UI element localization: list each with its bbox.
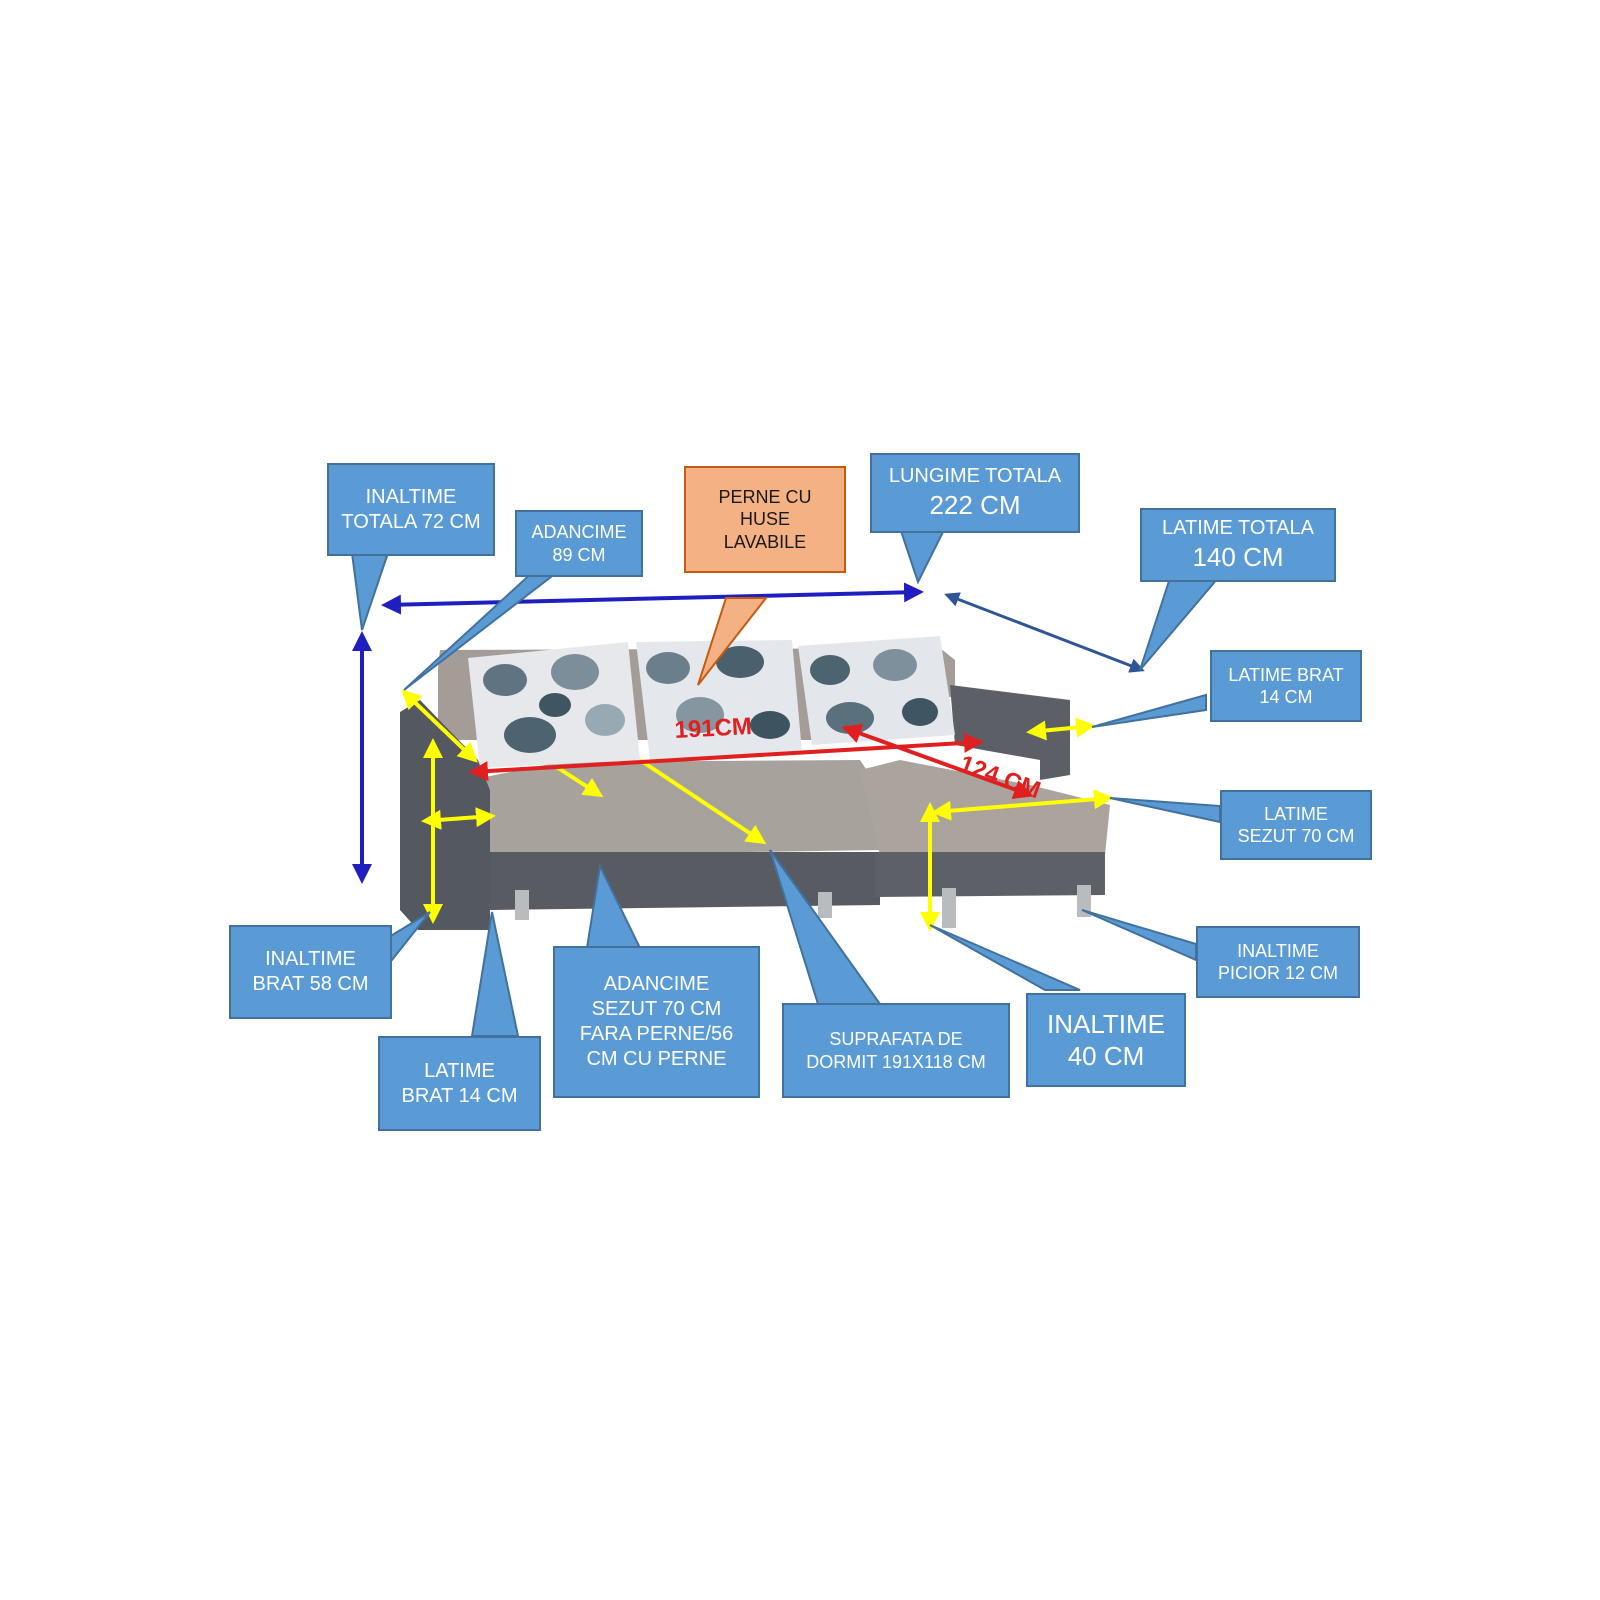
arm-width-left-arrow [421, 807, 496, 830]
callout-total-width: LATIME TOTALA 140 CM [1140, 508, 1336, 582]
main-seat-cushion [480, 760, 880, 856]
pointer-latime-brat-left [470, 911, 520, 1037]
callout-total-height: INALTIME TOTALA 72 CM [327, 463, 495, 556]
pointer-inaltime-totala [350, 552, 390, 631]
sleeping-length-label: 191CM [674, 713, 753, 744]
chaise-base [875, 852, 1105, 897]
total-length-arrow [381, 582, 924, 615]
leg [942, 888, 956, 928]
pointer-latime-sezut [1109, 797, 1221, 824]
callout-arm-width-right: LATIME BRAT 14 CM [1210, 650, 1362, 722]
callout-total-length: LUNGIME TOTALA 222 CM [870, 453, 1080, 533]
arm-width-right-arrow [1026, 717, 1096, 741]
pillow-left [468, 642, 640, 768]
pointer-inaltime-40 [929, 924, 1081, 991]
callout-sleeping-surface: SUPRAFATA DE DORMIT 191X118 CM [782, 1003, 1010, 1098]
callout-arm-width-left: LATIME BRAT 14 CM [378, 1036, 541, 1131]
pillow-right [798, 636, 955, 745]
total-width-arrow [944, 592, 1145, 673]
pillow-center [636, 640, 802, 760]
pointer-perne [697, 597, 769, 686]
pointer-lungime-totala [898, 527, 947, 585]
pointer-latime-brat-right [1091, 693, 1207, 728]
leg [818, 892, 832, 918]
callout-seat-width: LATIME SEZUT 70 CM [1220, 790, 1372, 860]
pointer-inaltime-picior [1081, 909, 1197, 962]
chaise-depth-arrow [841, 724, 1034, 799]
callout-pointers [350, 527, 1221, 1037]
callout-seat-depth: ADANCIME SEZUT 70 CM FARA PERNE/56 CM CU… [553, 946, 760, 1098]
depth-arrow [401, 689, 478, 763]
callout-washable-pillows: PERNE CU HUSE LAVABILE [684, 466, 846, 573]
callout-depth: ADANCIME 89 CM [515, 510, 643, 577]
leg [1077, 885, 1091, 917]
seat-width-arrow [931, 789, 1114, 821]
pointer-latime-totala [1139, 577, 1221, 671]
callout-arm-height: INALTIME BRAT 58 CM [229, 925, 392, 1019]
callout-seat-height: INALTIME 40 CM [1026, 993, 1186, 1087]
leg [515, 890, 529, 920]
callout-leg-height: INALTIME PICIOR 12 CM [1196, 926, 1360, 998]
